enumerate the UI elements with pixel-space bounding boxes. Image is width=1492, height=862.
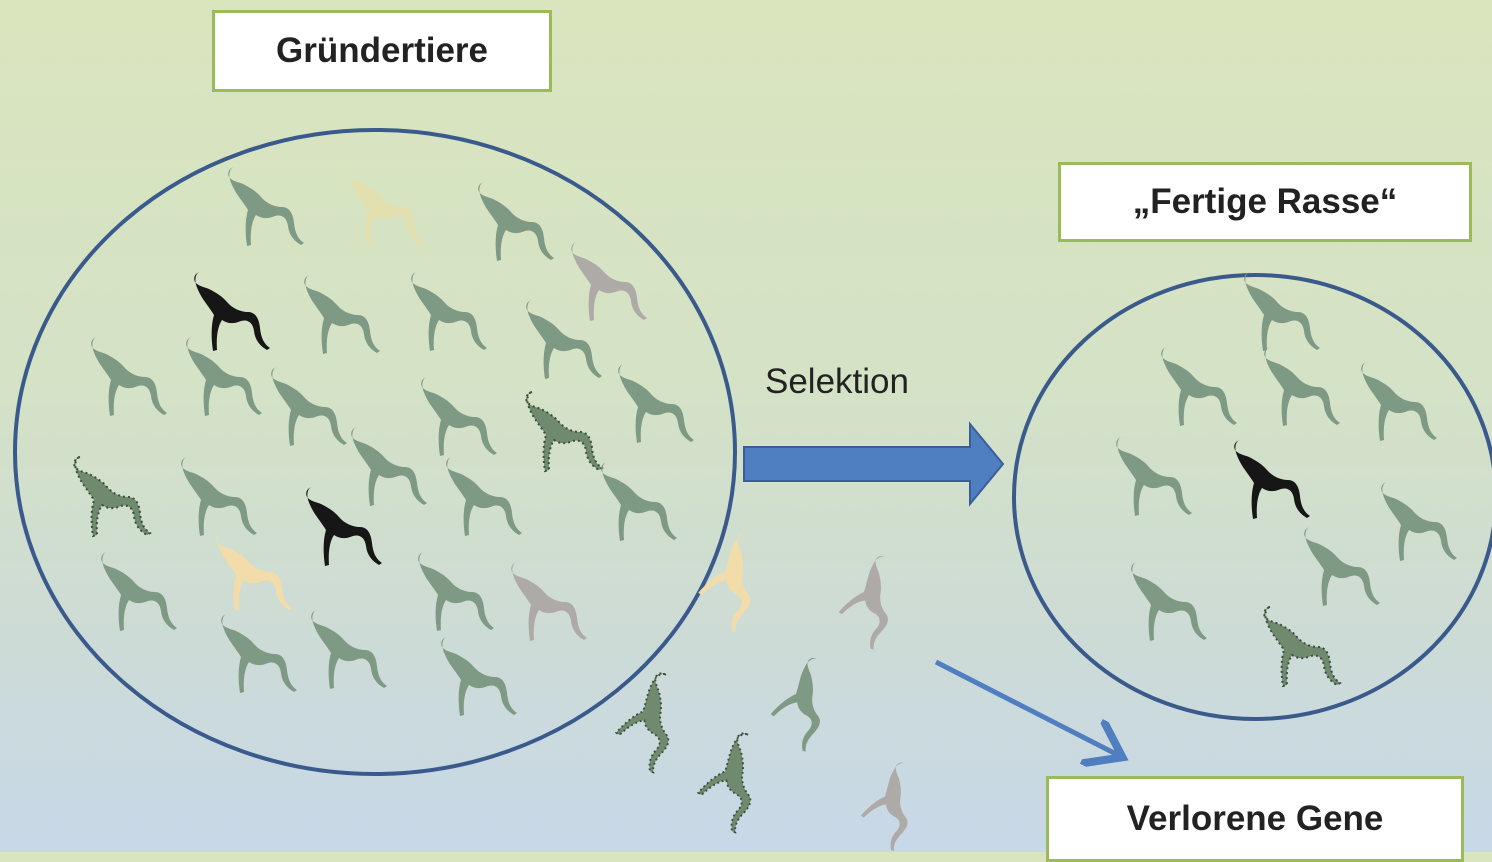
breed-dog-group — [1116, 272, 1457, 686]
breed-dog-black-6 — [1234, 440, 1310, 519]
breed-dog-green-1 — [1244, 272, 1320, 351]
selection-arrow — [744, 424, 1003, 504]
breed-dog-green-4 — [1361, 362, 1437, 441]
founders-dog-green-21 — [101, 552, 177, 631]
founders-label-box: Gründertiere — [212, 10, 552, 92]
founders-dog-green-7 — [411, 272, 487, 351]
breed-dog-green-7 — [1381, 482, 1457, 561]
lost-dog-group — [605, 531, 944, 852]
breed-dog-green-3 — [1264, 347, 1340, 426]
founders-dog-mottled-16 — [74, 457, 150, 536]
founders-dog-gray-4 — [571, 242, 647, 321]
founders-dog-green-25 — [221, 614, 297, 693]
selection-label: Selektion — [765, 362, 909, 402]
founders-dog-green-15 — [351, 427, 427, 506]
founders-label: Gründertiere — [276, 31, 488, 71]
founders-dog-green-10 — [186, 337, 262, 416]
founders-dog-green-27 — [441, 637, 517, 716]
founders-dog-green-17 — [181, 457, 257, 536]
lost-dog-gray-2 — [828, 553, 926, 651]
founders-dog-green-9 — [91, 337, 167, 416]
breed-dog-mottled-10 — [1264, 607, 1340, 686]
lost-genes-label-box: Verlorene Gene — [1046, 776, 1464, 862]
founders-dog-gray-24 — [511, 562, 587, 641]
lost-dog-mottled-5 — [687, 731, 791, 834]
founders-dog-green-26 — [311, 610, 387, 689]
finished-breed-label-box: „Fertige Rasse“ — [1058, 162, 1472, 242]
founders-dog-green-14 — [618, 364, 694, 443]
founders-dog-green-6 — [304, 275, 380, 354]
founders-dog-green-20 — [601, 462, 677, 541]
founders-dog-green-11 — [271, 367, 347, 446]
breed-dog-green-2 — [1161, 347, 1237, 426]
breed-dog-green-8 — [1304, 527, 1380, 606]
lost-genes-label: Verlorene Gene — [1127, 799, 1384, 839]
founders-dog-green-1 — [228, 167, 304, 246]
lost-dog-green-4 — [760, 655, 858, 753]
finished-breed-label: „Fertige Rasse“ — [1133, 182, 1398, 222]
lost-genes-arrow — [936, 662, 1118, 755]
founders-dog-cream-22 — [216, 532, 292, 611]
founders-dog-pale-2 — [348, 167, 424, 246]
founders-dog-black-5 — [194, 272, 270, 351]
founders-dog-green-19 — [446, 457, 522, 536]
founders-dog-green-23 — [418, 552, 494, 631]
founders-dog-green-12 — [421, 377, 497, 456]
founders-dog-mottled-13 — [526, 392, 602, 471]
founders-dog-green-3 — [478, 182, 554, 261]
breed-dog-green-5 — [1116, 437, 1192, 516]
founders-dog-group — [74, 167, 694, 716]
breed-dog-green-9 — [1131, 562, 1207, 641]
lost-dog-gray-6 — [851, 760, 944, 852]
